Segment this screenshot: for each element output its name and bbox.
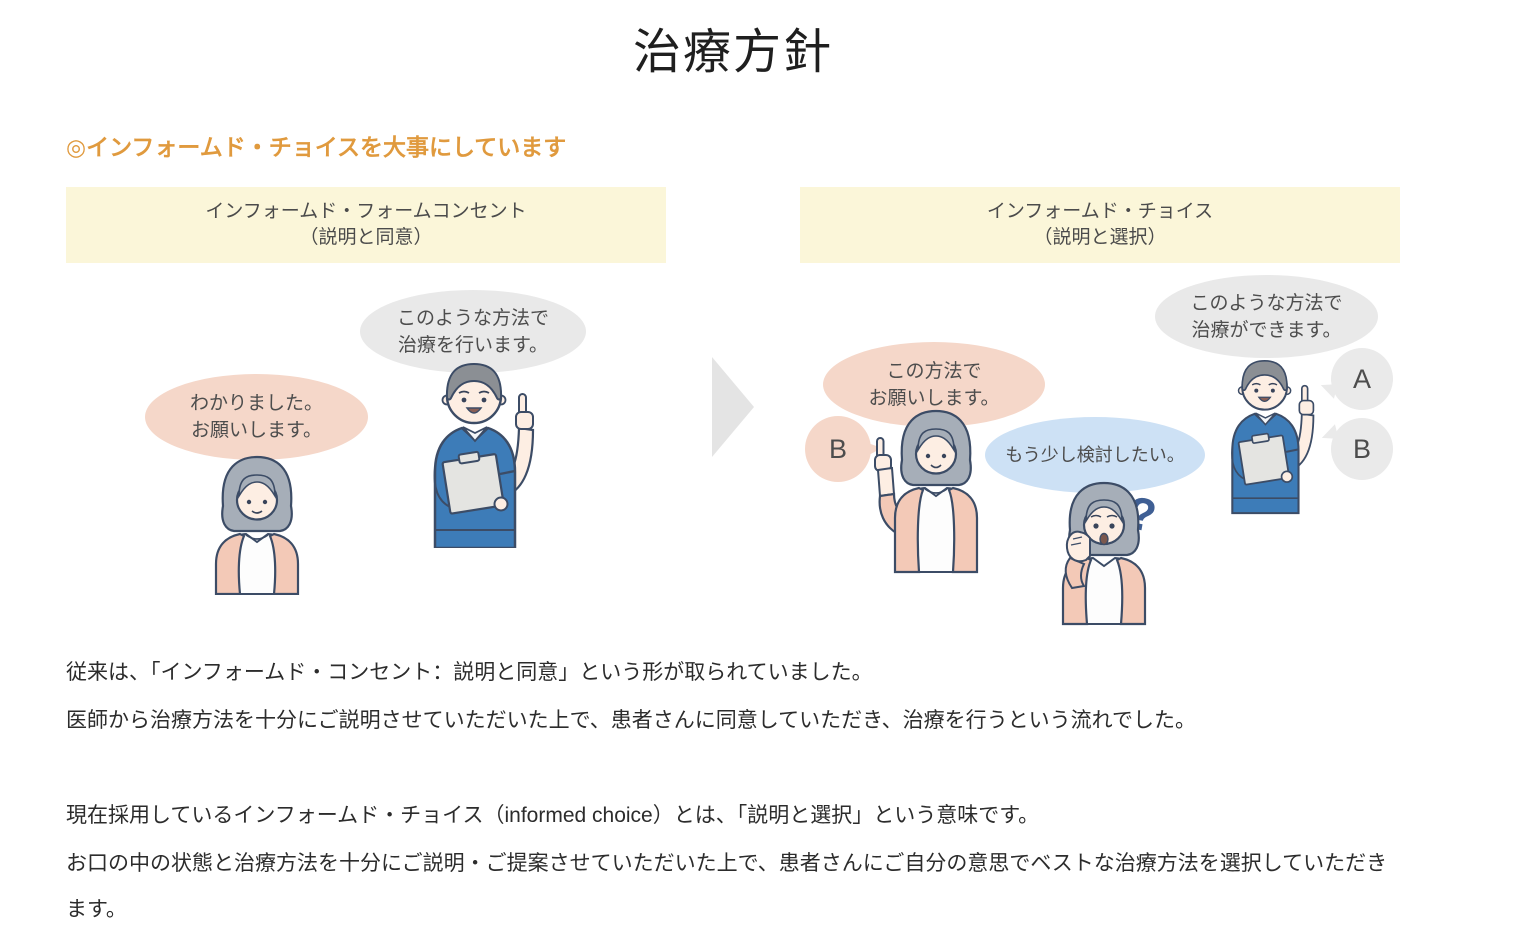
section-heading: ◎インフォームド・チョイスを大事にしています: [66, 134, 567, 160]
clipboard: [1237, 432, 1290, 486]
bubble-text: お願いします。: [190, 420, 323, 441]
patient-thinking-illustration: [1042, 476, 1167, 626]
option-b-bubble-doctor: B: [1331, 418, 1393, 480]
option-a-bubble: A: [1331, 348, 1393, 410]
banner-informed-consent-line2: （説明と同意）: [299, 227, 433, 248]
clipboard: [441, 450, 505, 515]
patient-pointing-illustration: [862, 404, 992, 574]
bubble-text: お願いします。: [868, 387, 1000, 409]
patient-figure: [214, 455, 300, 595]
speech-bubble-doctor-left: このような方法で 治療を行います。: [360, 290, 586, 373]
bubble-text: 治療を行います。: [397, 334, 549, 356]
doctor-illustration-left: [402, 358, 547, 548]
treatment-policy-page: 治療方針 ◎インフォームド・チョイスを大事にしています インフォームド・フォーム…: [66, 12, 1400, 932]
speech-bubble-doctor-right: このような方法で 治療ができます。: [1155, 275, 1378, 358]
doctor-figure: [1231, 360, 1315, 515]
bubble-text: もう少し検討したい。: [1005, 444, 1185, 465]
page-title: 治療方針: [632, 26, 833, 79]
banner-informed-consent-line1: インフォームド・フォームコンセント: [205, 201, 527, 222]
bubble-text: このような方法で: [396, 307, 549, 329]
bubble-text: このような方法で: [1190, 292, 1343, 314]
body-text: 従来は、「インフォームド・コンセント：説明と同意」という形が取られていました。 …: [66, 650, 1388, 932]
banner-informed-consent: インフォームド・フォームコンセント （説明と同意）: [66, 187, 666, 263]
paragraph-1: 従来は、「インフォームド・コンセント：説明と同意」という形が取られていました。: [66, 661, 873, 684]
bubble-text: この方法で: [886, 360, 982, 382]
option-b-bubble-patient: B: [805, 416, 882, 482]
speech-bubble-patient-choice: この方法で お願いします。: [823, 342, 1045, 427]
speech-bubble-patient-consider: もう少し検討したい。: [985, 417, 1205, 493]
transition-arrow: [712, 357, 754, 457]
patient-thinking-figure: [1061, 481, 1147, 626]
doctor-illustration-right: [1205, 342, 1325, 527]
bubble-text: わかりました。: [189, 393, 323, 414]
patient-illustration-left: [198, 450, 316, 595]
bubble-text: 治療ができます。: [1191, 319, 1342, 341]
banner-informed-choice: インフォームド・チョイス （説明と選択）: [800, 187, 1400, 263]
paragraph-3: 現在採用しているインフォームド・チョイス（informed choice）とは、…: [66, 804, 1040, 828]
speech-bubble-patient-left: わかりました。 お願いします。: [145, 374, 368, 460]
patient-pointing-figure: [874, 409, 979, 574]
banner-informed-choice-line2: （説明と選択）: [1033, 227, 1167, 248]
paragraph-2: 医師から治療方法を十分にご説明させていただいた上で、患者さんに同意していただき、…: [66, 709, 1197, 733]
doctor-figure: [433, 362, 535, 548]
banner-informed-choice-line1: インフォームド・チョイス: [986, 201, 1214, 222]
paragraph-4: お口の中の状態と治療方法を十分にご説明・ご提案させていただいた上で、患者さんにご…: [66, 852, 1388, 921]
informed-choice-diagram: インフォームド・フォームコンセント （説明と同意） インフォームド・チョイス （…: [66, 187, 1400, 632]
